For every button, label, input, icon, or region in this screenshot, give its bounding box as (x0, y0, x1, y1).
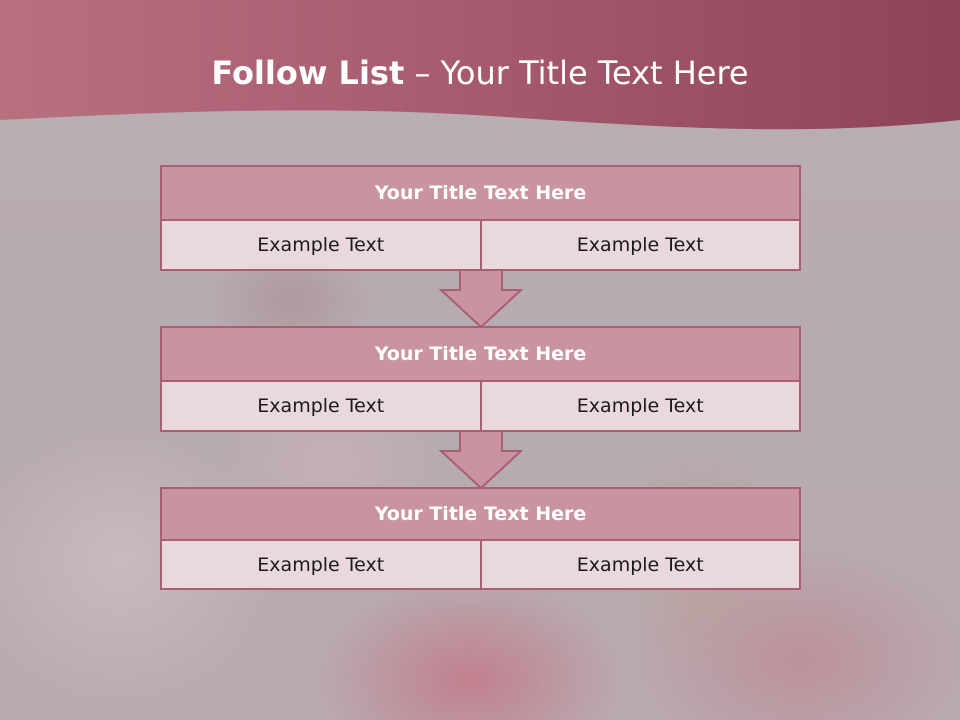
slide-title: Follow List – Your Title Text Here (0, 54, 960, 92)
block-title: Your Title Text Here (160, 165, 801, 221)
block-row: Example Text Example Text (160, 221, 801, 271)
down-arrow-icon (438, 270, 524, 329)
down-arrow-icon (438, 431, 524, 490)
block-title: Your Title Text Here (160, 487, 801, 541)
list-block: Your Title Text Here Example Text Exampl… (160, 326, 801, 432)
block-row: Example Text Example Text (160, 382, 801, 432)
header-wave (0, 0, 960, 130)
block-cell-right: Example Text (481, 382, 801, 432)
list-block: Your Title Text Here Example Text Exampl… (160, 487, 801, 590)
block-cell-right: Example Text (481, 541, 801, 590)
block-cell-right: Example Text (481, 221, 801, 271)
list-block: Your Title Text Here Example Text Exampl… (160, 165, 801, 271)
block-title: Your Title Text Here (160, 326, 801, 382)
slide-title-rest: – Your Title Text Here (404, 54, 749, 92)
slide-title-bold: Follow List (211, 54, 405, 92)
block-row: Example Text Example Text (160, 541, 801, 590)
block-cell-left: Example Text (160, 382, 482, 432)
block-cell-left: Example Text (160, 541, 482, 590)
block-cell-left: Example Text (160, 221, 482, 271)
